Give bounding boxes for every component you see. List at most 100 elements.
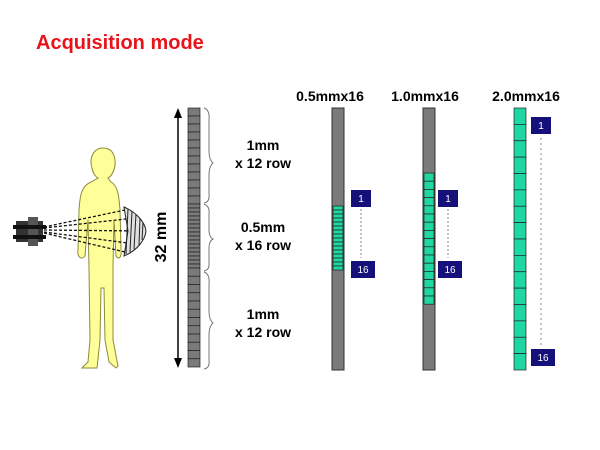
mode-3-active-cell (513, 255, 527, 273)
group-1-rows: x 12 row (235, 155, 291, 171)
brace-bottom-group (203, 271, 214, 370)
mode-1-badge-start (351, 190, 371, 207)
mode-2-badge-start (438, 190, 458, 207)
mode-3-badge-start-text: 1 (538, 121, 544, 132)
mode-3-active-cell (513, 140, 527, 158)
detector-cell-1mm (187, 107, 201, 117)
detector-cell-1mm (187, 275, 201, 285)
mode-3-active-cell (513, 189, 527, 207)
mode-3-active-cell (513, 107, 527, 125)
detector-cell-1mm (187, 139, 201, 149)
detector-cell-1mm (187, 350, 201, 360)
group-2-size: 0.5mm (241, 219, 285, 235)
detector-cell-0-5mm (187, 263, 201, 269)
mode-1-active-cell (332, 233, 344, 239)
detector-cell-1mm (187, 171, 201, 181)
mode-2-badge-start-text: 1 (445, 194, 451, 205)
mode-1-active-cell (332, 241, 344, 247)
mode-2-active-cell (423, 221, 435, 231)
mode-3-active-cell (513, 124, 527, 142)
detector-cell-1mm (187, 358, 201, 368)
mode-2-active-cell (423, 189, 435, 198)
detector-cell-1mm (187, 341, 201, 351)
mode-2-active-cell (423, 279, 435, 289)
detector-cell-1mm (187, 155, 201, 165)
group-3-rows: x 12 row (235, 324, 291, 340)
mode-2-active-cell (423, 205, 435, 215)
mode-1-badge-start-text: 1 (358, 194, 364, 205)
mode-3-badge-start (531, 117, 551, 134)
detector-cell-1mm (187, 115, 201, 125)
mode-1-active-cell (332, 265, 344, 271)
mode-3-active-cell (513, 173, 527, 191)
mode-3-active-cell (513, 271, 527, 289)
mode-1-active-cell (332, 209, 344, 215)
detector-cell-0-5mm (187, 239, 201, 245)
mode-2-header: 1.0mmx16 (391, 88, 459, 104)
detector-cell-1mm (187, 284, 201, 294)
mode-1-active-cell (332, 261, 344, 267)
patient-body (77, 147, 122, 369)
detector-cell-1mm (187, 179, 201, 189)
mode-2-active-cell (423, 197, 435, 207)
patient-illustration (77, 147, 122, 369)
detector-cell-1mm (187, 300, 201, 310)
mode-3-active-cell (513, 205, 527, 223)
mode-1-active-cell (332, 221, 344, 227)
detector-cell-1mm (187, 163, 201, 173)
mode-2-active-cell (423, 238, 435, 248)
mode-3-active-cell (513, 320, 527, 338)
detector-cell-0-5mm (187, 219, 201, 225)
mode-3-active-cell (513, 353, 527, 371)
mode-3-active-cell (513, 304, 527, 322)
mode-1-active-cell (332, 245, 344, 251)
detector-arc-icon (123, 206, 147, 257)
xray-beam-lines (43, 209, 141, 253)
mode-headers: 0.5mmx16 1.0mmx16 2.0mmx16 (296, 88, 560, 104)
mode-3-active-cell (513, 336, 527, 354)
detector-cell-0-5mm (187, 235, 201, 241)
mode-1-active-cell (332, 205, 344, 211)
mode-1-detector (331, 107, 345, 371)
mode-1-active-cell (332, 217, 344, 223)
mode-3-active-cell (513, 238, 527, 256)
detector-cell-1mm (187, 123, 201, 133)
mode-2-channel-range: 1 16 (438, 190, 462, 278)
detector-cell-0-5mm (187, 231, 201, 237)
detector-length-label: 32 mm (153, 212, 170, 263)
mode-2-active-cell (423, 254, 435, 264)
row-group-labels: 1mm x 12 row 0.5mm x 16 row 1mm x 12 row (235, 137, 291, 340)
detector-cell-0-5mm (187, 227, 201, 233)
mode-2-detector (422, 107, 436, 371)
mode-2-active-rows (423, 172, 435, 305)
mode-1-active-rows (332, 205, 344, 271)
detector-cell-1mm (187, 333, 201, 343)
mode-3-badge-end-text: 16 (537, 353, 549, 364)
mode-1-active-cell (332, 257, 344, 263)
mode-3-active-cell (513, 156, 527, 174)
mode-2-active-cell (423, 271, 435, 280)
mode-1-channel-range: 1 16 (351, 190, 375, 278)
mode-1-active-cell (332, 225, 344, 231)
row-group-braces (203, 107, 215, 370)
mode-2-active-cell (423, 295, 435, 305)
detector-cell-0-5mm (187, 251, 201, 257)
brace-middle-group (203, 203, 215, 272)
slide-title: Acquisition mode (36, 32, 204, 54)
mode-2-active-cell (423, 246, 435, 256)
mode-1-active-cell (332, 229, 344, 235)
mode-3-header: 2.0mmx16 (492, 88, 560, 104)
detector-cell-1mm (187, 267, 201, 277)
detector-cell-0-5mm (187, 211, 201, 217)
detector-cell-1mm (187, 317, 201, 327)
mode-1-active-cell (332, 237, 344, 243)
brace-top-group (203, 107, 214, 204)
detector-cell-1mm (187, 195, 201, 205)
mode-2-active-cell (423, 287, 435, 297)
mode-2-active-cell (423, 262, 435, 272)
mode-1-badge-end (351, 261, 375, 278)
detector-cell-1mm (187, 308, 201, 318)
mode-3-active-cell (513, 222, 527, 240)
length-arrow (174, 108, 182, 368)
mode-2-active-cell (423, 213, 435, 223)
